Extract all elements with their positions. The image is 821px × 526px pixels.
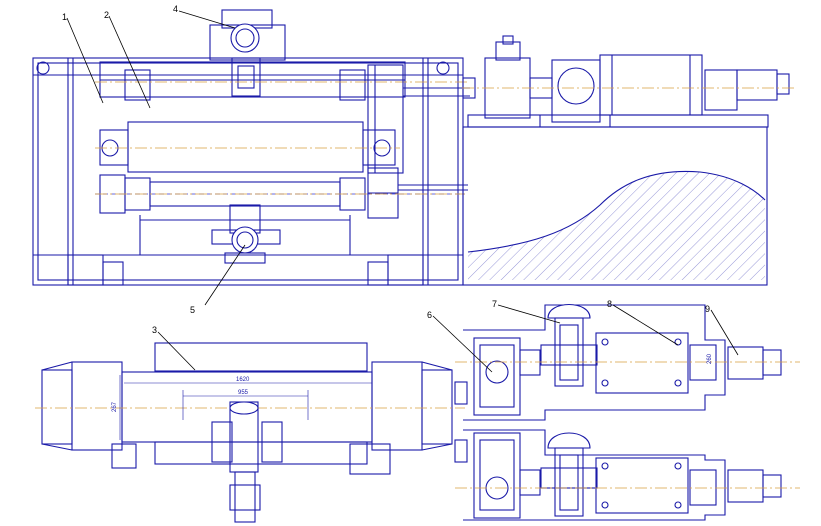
- callout-5: 5: [190, 305, 195, 315]
- upper-roll: [95, 61, 470, 101]
- foundation: [462, 126, 768, 286]
- dimension-height: 267: [112, 401, 118, 412]
- callout-leaders: [66, 10, 739, 373]
- drive-shaft: [398, 87, 470, 191]
- callout-1: 1: [62, 12, 67, 22]
- bottom-cylinder: [211, 204, 281, 264]
- lower-roll: [95, 167, 465, 219]
- dimension-inner-length: 955: [238, 390, 249, 396]
- dimension-motor: 260: [707, 353, 713, 364]
- top-view-frame: [32, 57, 464, 286]
- callout-6: 6: [427, 310, 432, 320]
- callout-8: 8: [607, 299, 612, 309]
- bottom-drum: [35, 342, 468, 523]
- callout-9: 9: [705, 304, 710, 314]
- middle-drum: [95, 64, 404, 174]
- callout-4: 4: [173, 4, 178, 14]
- callout-7: 7: [492, 299, 497, 309]
- drive-unit: [462, 35, 795, 128]
- callout-3: 3: [152, 325, 157, 335]
- dimension-overall-length: 1620: [236, 377, 250, 383]
- dual-drive: [455, 304, 800, 521]
- callout-2: 2: [104, 10, 109, 20]
- top-cylinder: [209, 9, 286, 97]
